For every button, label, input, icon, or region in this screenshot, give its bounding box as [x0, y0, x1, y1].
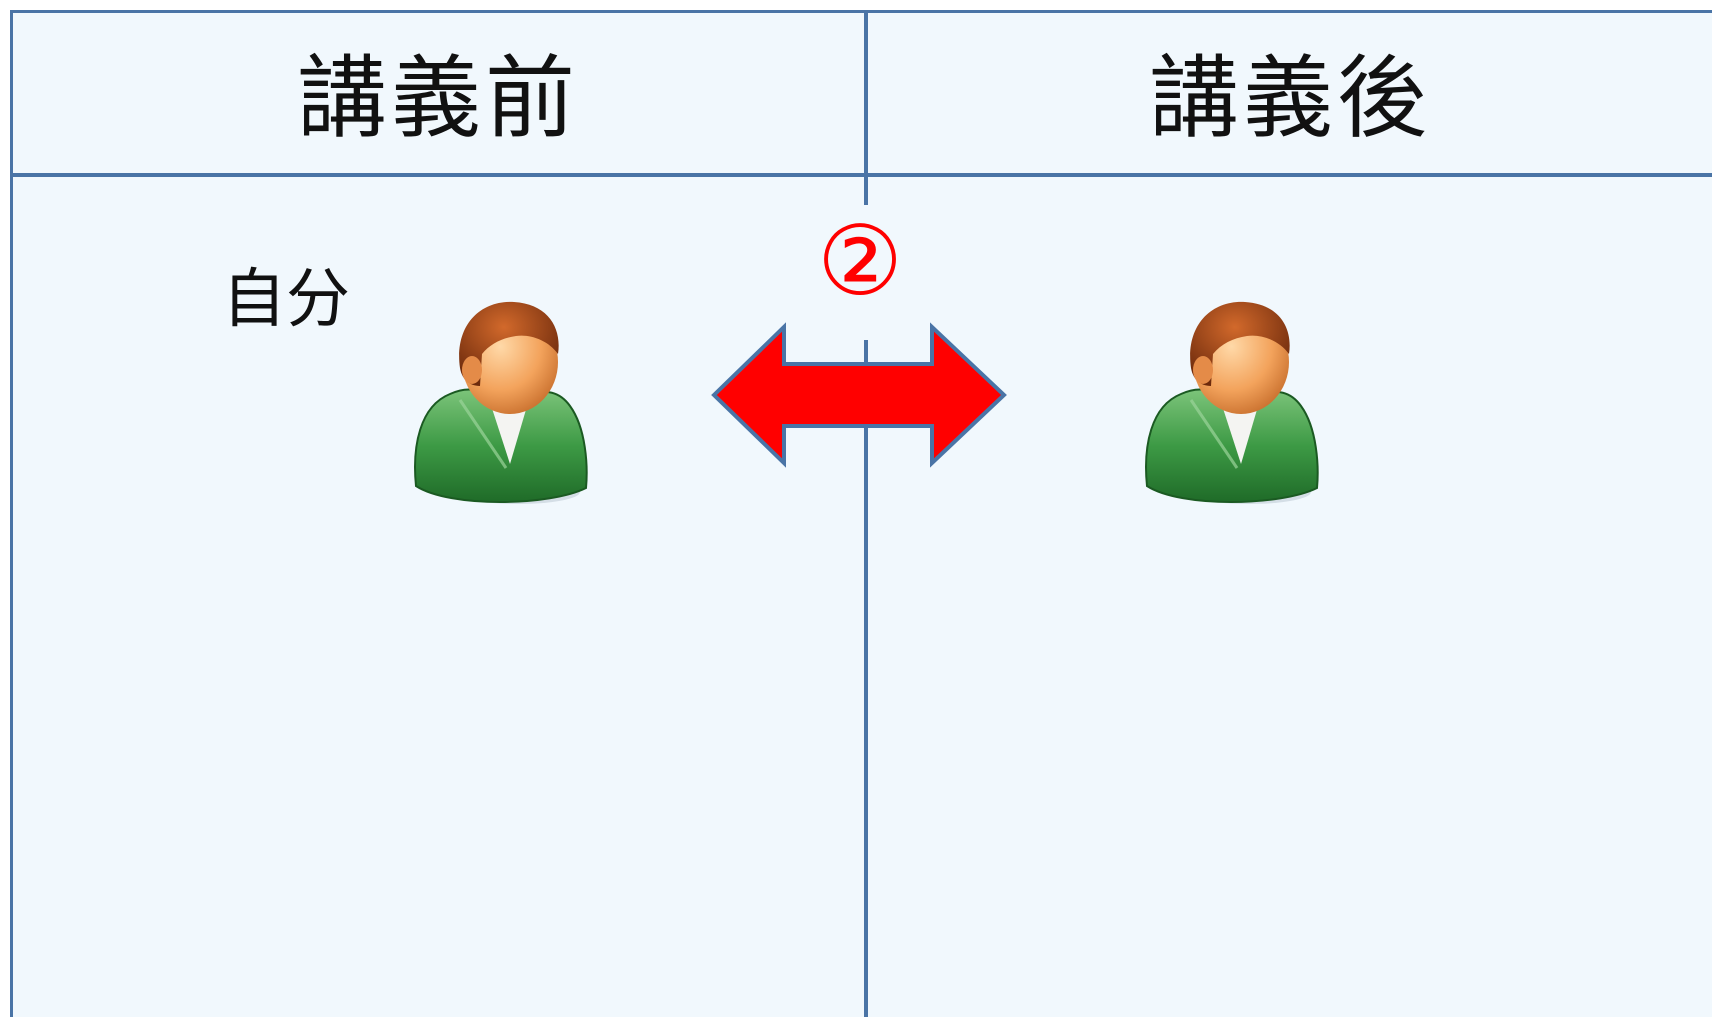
table-border-left — [10, 10, 13, 1017]
double-arrow-icon — [711, 322, 1007, 468]
table-column-divider-lower — [864, 340, 868, 1017]
header-before: 講義前 — [297, 46, 579, 151]
table-header-divider — [10, 173, 1712, 177]
self-label: 自分 — [222, 263, 350, 337]
person-after-icon — [1145, 301, 1319, 504]
table-border-top — [10, 10, 1712, 13]
table-column-divider-upper — [864, 10, 868, 205]
person-before-icon — [414, 301, 588, 504]
header-after: 講義後 — [1149, 46, 1431, 151]
comparison-table — [12, 12, 1712, 1017]
step-marker: ② — [816, 205, 904, 317]
